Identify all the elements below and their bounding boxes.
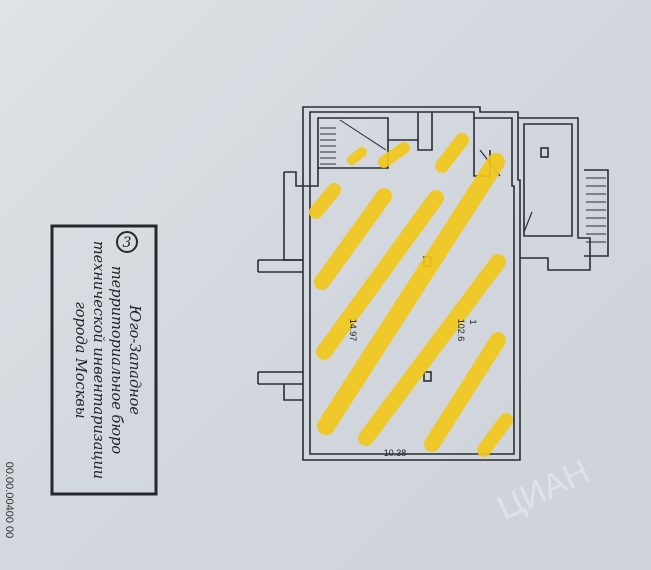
room-number: 1 bbox=[468, 319, 478, 324]
bti-stamp: 3 Юго-Западное территориальное бюро техн… bbox=[50, 224, 158, 496]
stamp-number-circle bbox=[116, 231, 138, 253]
stair-treads bbox=[320, 119, 387, 165]
stamp-line-3: технической инвентаризации bbox=[90, 241, 106, 479]
stamp-line-1: Юго-Западное bbox=[126, 304, 142, 415]
stamp-line-4: города Москвы bbox=[72, 301, 88, 418]
edge-text: 00.00.00400 00 bbox=[3, 462, 15, 538]
watermark-logo: ЦИАН bbox=[491, 452, 595, 527]
plan-walls bbox=[257, 106, 609, 461]
column bbox=[423, 371, 432, 382]
hatch-highlight bbox=[309, 133, 513, 457]
room-area: 102.6 bbox=[456, 319, 466, 342]
stamp-number: 3 bbox=[123, 235, 132, 251]
dimension-bottom: 10.38 bbox=[384, 448, 407, 458]
stamp-line-2: территориальное бюро bbox=[108, 266, 124, 454]
dimension-left: 14.97 bbox=[348, 319, 358, 342]
